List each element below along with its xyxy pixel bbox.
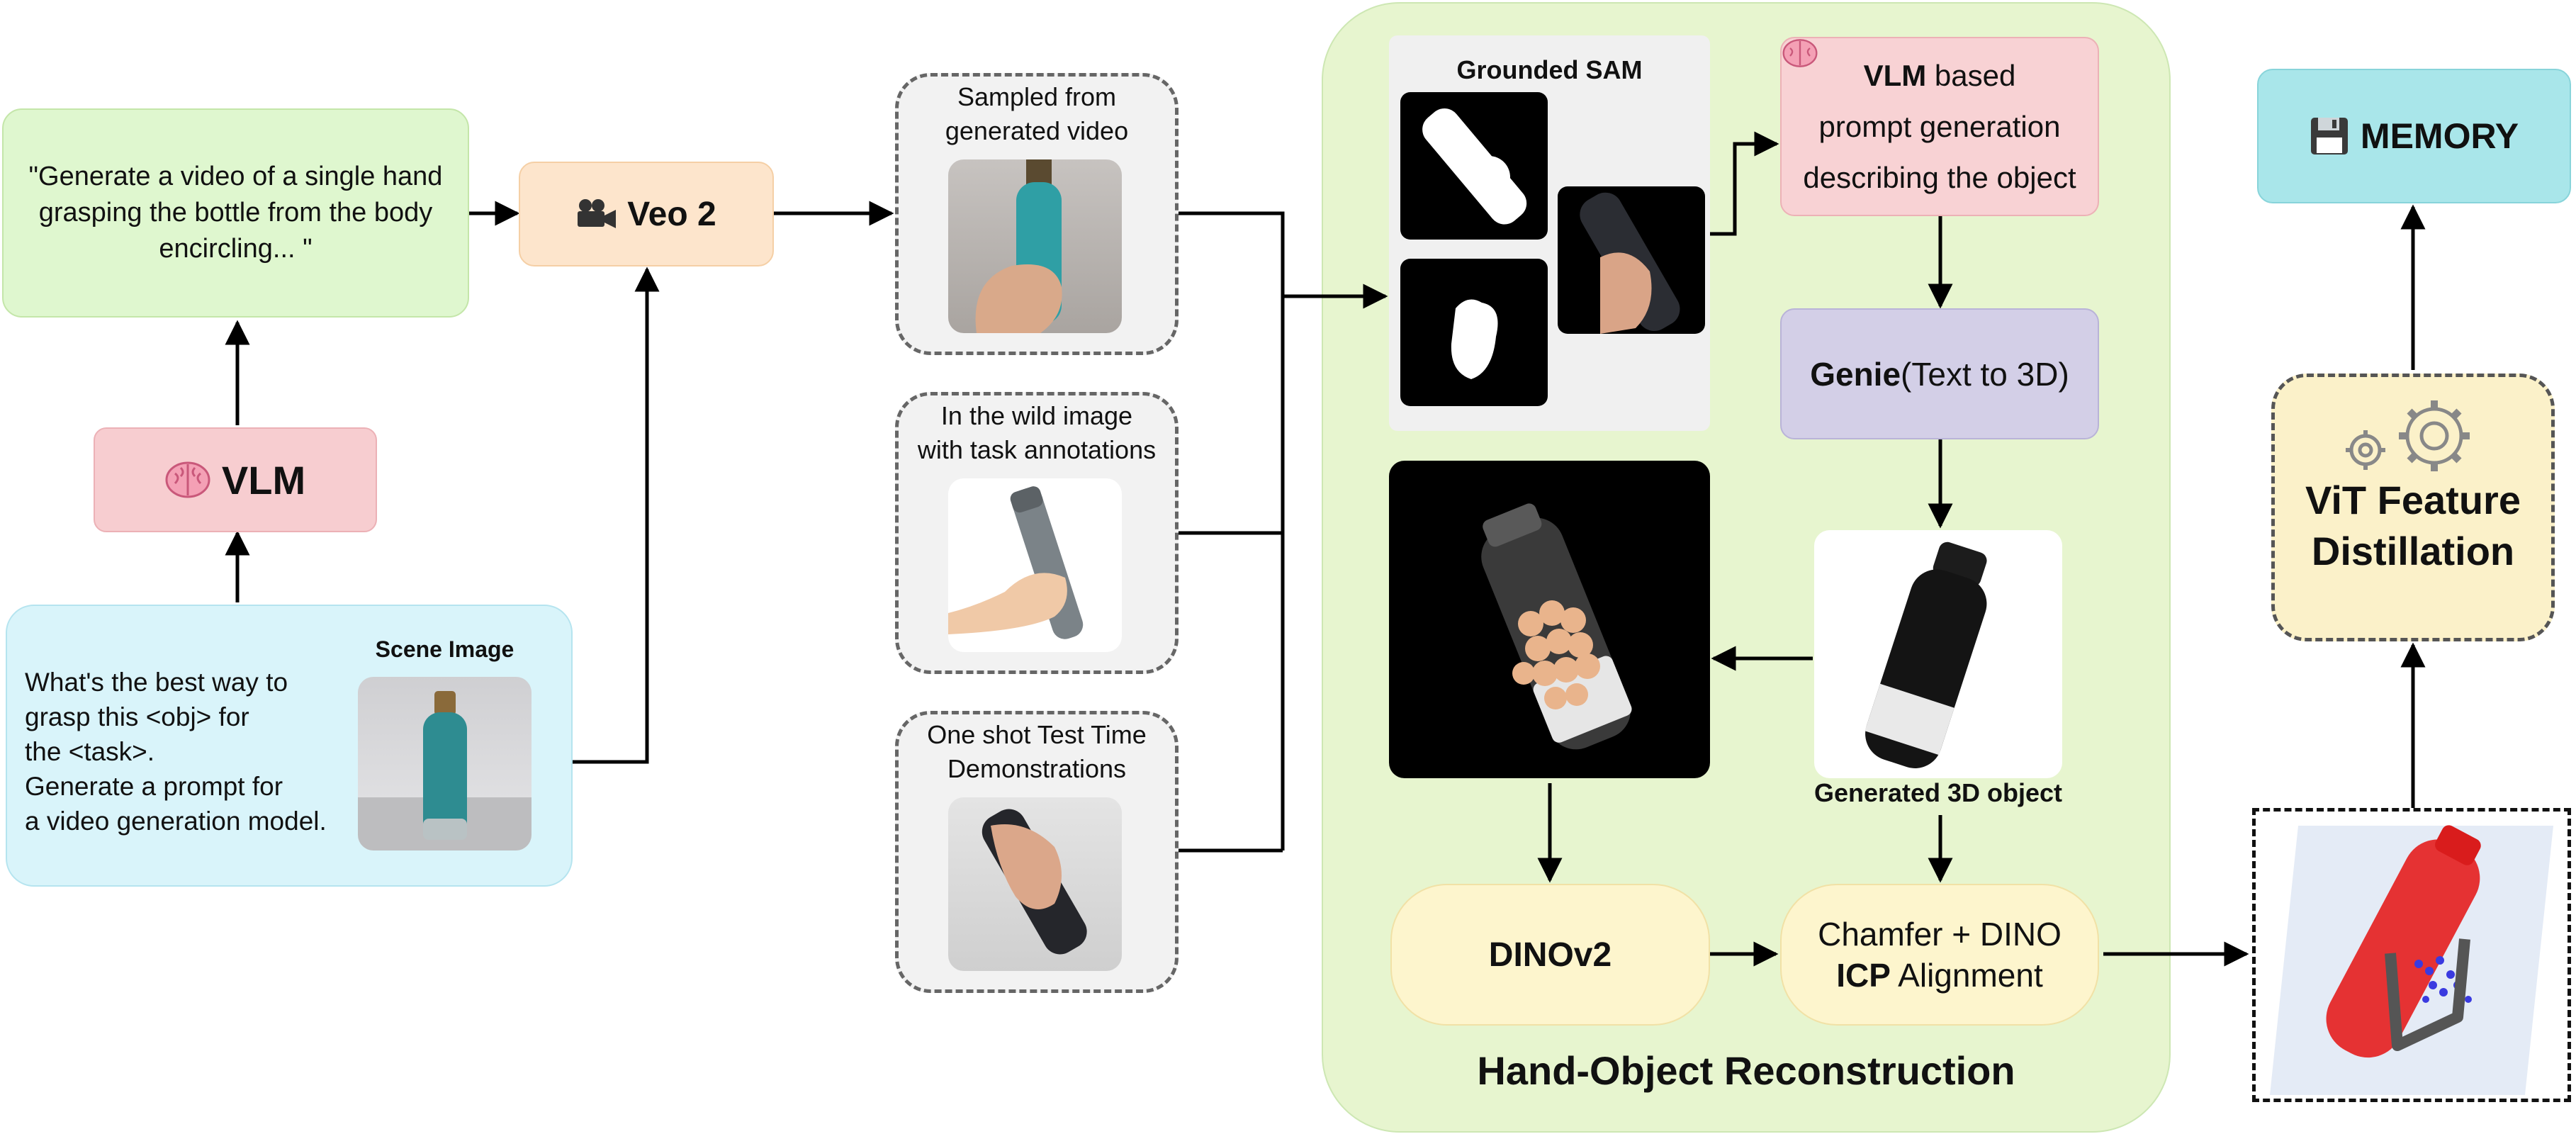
connector-sampled [1179, 211, 1285, 850]
scene-query-line: Generate a prompt for [25, 772, 283, 801]
scene-image [358, 677, 531, 850]
genie-box: Genie(Text to 3D) [1780, 308, 2099, 439]
hand-object-render [1389, 461, 1710, 778]
genie-bold: Genie [1810, 355, 1901, 393]
scene-image-label: Scene Image [375, 636, 514, 662]
arrow-sam-to-vlm-prompt [1710, 131, 1779, 236]
alignment-bold: ICP [1836, 957, 1891, 994]
generation-prompt-box: "Generate a video of a single hand grasp… [2, 108, 469, 318]
vlm-label: VLM [221, 457, 306, 503]
aligned-pointcloud-image [2270, 825, 2553, 1095]
reconstruction-title: Hand-Object Reconstruction [1477, 1048, 2015, 1093]
one-shot-title: One shot Test Time Demonstrations [927, 720, 1147, 783]
gear-icon [2346, 400, 2470, 471]
genie-rest: (Text to 3D) [1901, 355, 2069, 393]
veo-label: Veo 2 [627, 195, 716, 233]
scene-query-line: grasp this <obj> for [25, 702, 249, 731]
one-shot-frame [948, 797, 1122, 971]
scene-query-line: the <task>. [25, 737, 155, 766]
brain-icon [165, 461, 210, 498]
vlm-prompt-line2: prompt generation [1818, 109, 2061, 143]
vlm-prompt-generation-box: VLM based prompt generation describing t… [1780, 37, 2099, 216]
dinov2-label: DINOv2 [1488, 936, 1612, 974]
alignment-rest: Alignment [1890, 957, 2043, 994]
generated-3d-object-image [1814, 530, 2062, 778]
sampled-video-title: Sampled from generated video [945, 82, 1129, 145]
object-mask-image [1400, 92, 1548, 240]
brain-icon [1782, 39, 1818, 67]
grounded-sam-label: Grounded SAM [1456, 55, 1643, 84]
memory-box: MEMORY [2257, 69, 2571, 203]
icp-alignment-box: Chamfer + DINO ICP Alignment [1780, 884, 2099, 1026]
generated-3d-object-label: Generated 3D object [1813, 778, 2063, 807]
hand-mask-image [1400, 259, 1548, 406]
vlm-box: VLM [94, 427, 377, 532]
veo-box: Veo 2 [519, 162, 774, 266]
wild-image-title: In the wild image with task annotations [917, 401, 1157, 464]
wild-image-frame [948, 478, 1122, 652]
vlm-prompt-line3: describing the object [1803, 160, 2076, 194]
vlm-prompt-rest: based [1926, 58, 2016, 92]
scene-query-line: a video generation model. [25, 807, 327, 836]
scene-query-text: What's the best way to grasp this <obj> … [25, 665, 327, 838]
vit-distillation-label: ViT Feature Distillation [2305, 478, 2521, 573]
video-camera-icon [578, 199, 617, 228]
generation-prompt-text: "Generate a video of a single hand grasp… [28, 161, 443, 264]
memory-label: MEMORY [2360, 116, 2519, 156]
dinov2-box: DINOv2 [1390, 884, 1710, 1026]
scene-query-line: What's the best way to [25, 668, 288, 697]
floppy-disk-icon [2310, 118, 2348, 155]
sampled-video-frame [948, 159, 1122, 333]
alignment-line1: Chamfer + DINO [1818, 916, 2062, 953]
vlm-prompt-bold: VLM [1863, 58, 1927, 92]
segmented-hand-object-image [1558, 186, 1705, 334]
